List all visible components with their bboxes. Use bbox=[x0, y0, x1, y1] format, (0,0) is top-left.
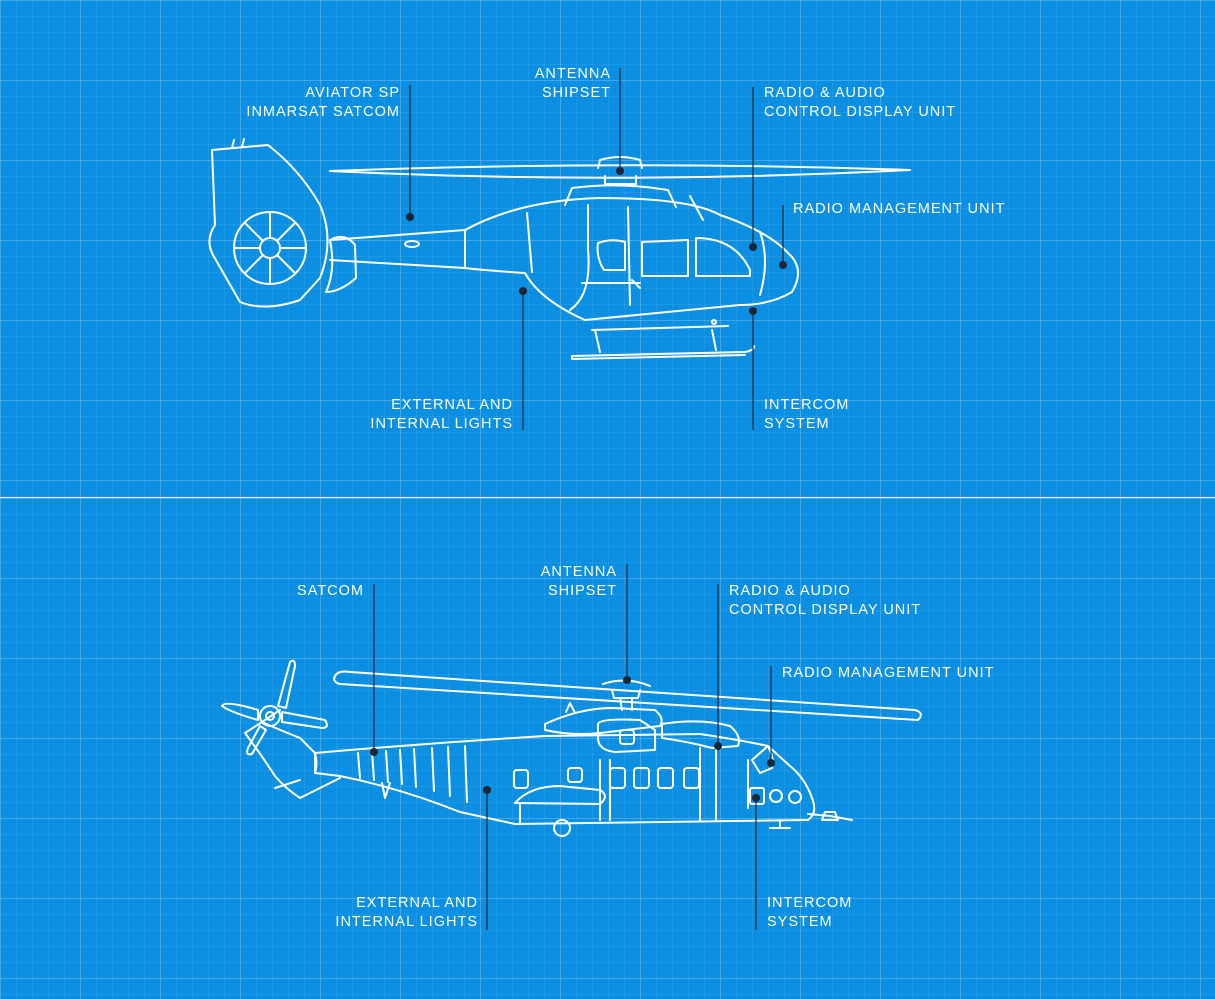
top-leader-lines bbox=[406, 68, 787, 430]
bottom-leader-lines bbox=[370, 564, 775, 930]
label-satcom: SATCOM bbox=[297, 583, 364, 599]
label-radio-management-unit: RADIO MANAGEMENT UNIT bbox=[782, 665, 995, 681]
heavy-helicopter-icon bbox=[221, 659, 922, 837]
top-helicopter-drawing bbox=[208, 68, 911, 430]
label-radio-management-unit: RADIO MANAGEMENT UNIT bbox=[793, 201, 1006, 217]
bottom-helicopter-drawing bbox=[221, 564, 922, 930]
light-twin-helicopter-icon bbox=[208, 138, 911, 360]
